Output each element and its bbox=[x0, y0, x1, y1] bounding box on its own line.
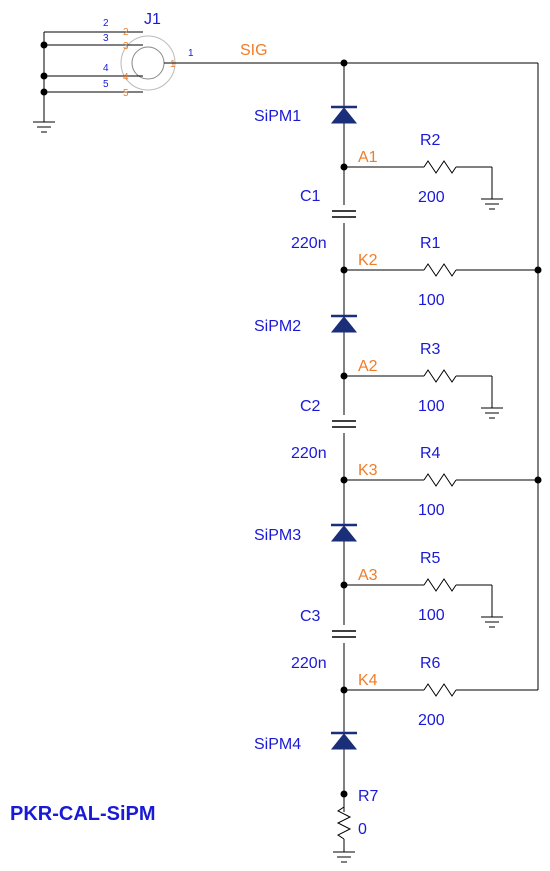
j1-pin2-inner: 2 bbox=[123, 27, 129, 38]
j1-pin5-inner: 5 bbox=[123, 88, 129, 99]
junction-dot bbox=[340, 790, 348, 798]
r5-value: 100 bbox=[418, 607, 445, 624]
sipm3-diode bbox=[330, 523, 358, 542]
c2-value: 220n bbox=[291, 445, 327, 462]
capacitor-c1 bbox=[332, 210, 356, 218]
r4-ref: R4 bbox=[420, 445, 441, 462]
resistor-r3 bbox=[423, 369, 457, 383]
sipm4-label: SiPM4 bbox=[254, 736, 301, 753]
connector-j1: 2 3 4 5 1 2 3 4 5 1 J1 bbox=[40, 11, 194, 122]
r4-value: 100 bbox=[418, 502, 445, 519]
net-label-k3: K3 bbox=[358, 462, 378, 479]
junction-dot bbox=[40, 88, 48, 96]
c1-ref: C1 bbox=[300, 188, 321, 205]
r6-value: 200 bbox=[418, 712, 445, 729]
r5-ref: R5 bbox=[420, 550, 441, 567]
sipm3-label: SiPM3 bbox=[254, 527, 301, 544]
j1-pin1-inner: 1 bbox=[170, 59, 176, 70]
resistor-r5 bbox=[423, 578, 457, 592]
j1-pin4-inner: 4 bbox=[123, 72, 129, 83]
r1-ref: R1 bbox=[420, 235, 441, 252]
ground-symbol-r5 bbox=[481, 616, 503, 628]
r7-value: 0 bbox=[358, 821, 367, 838]
sipm1-diode bbox=[330, 105, 358, 124]
resistor-r2 bbox=[423, 160, 457, 174]
j1-pin2-number: 2 bbox=[103, 18, 109, 29]
net-label-a1: A1 bbox=[358, 149, 378, 166]
c2-ref: C2 bbox=[300, 398, 321, 415]
j1-pin3-number: 3 bbox=[103, 33, 109, 44]
resistor-r6 bbox=[423, 683, 457, 697]
sipm2-diode bbox=[330, 314, 358, 333]
resistor-r1 bbox=[423, 263, 457, 277]
r2-value: 200 bbox=[418, 189, 445, 206]
ground-symbol-j1 bbox=[33, 121, 55, 133]
c3-value: 220n bbox=[291, 655, 327, 672]
r6-ref: R6 bbox=[420, 655, 441, 672]
schematic-title: PKR-CAL-SiPM bbox=[10, 803, 156, 825]
j1-pin5-number: 5 bbox=[103, 79, 109, 90]
net-label-a2: A2 bbox=[358, 358, 378, 375]
net-label-k4: K4 bbox=[358, 672, 378, 689]
ground-symbol-r3 bbox=[481, 407, 503, 419]
c3-ref: C3 bbox=[300, 608, 321, 625]
capacitor-c2 bbox=[332, 420, 356, 428]
sipm2-label: SiPM2 bbox=[254, 318, 301, 335]
ground-symbol-r2 bbox=[481, 198, 503, 210]
resistor-r7 bbox=[336, 806, 352, 840]
sipm4-diode bbox=[330, 731, 358, 750]
r7-ref: R7 bbox=[358, 788, 379, 805]
capacitor-c3 bbox=[332, 630, 356, 638]
j1-ref: J1 bbox=[144, 11, 161, 28]
junction-dot bbox=[40, 41, 48, 49]
resistor-r4 bbox=[423, 473, 457, 487]
r3-value: 100 bbox=[418, 398, 445, 415]
j1-pin3-inner: 3 bbox=[123, 41, 129, 52]
net-label-sig: SIG bbox=[240, 42, 268, 59]
r1-value: 100 bbox=[418, 292, 445, 309]
j1-pin1-number: 1 bbox=[188, 48, 194, 59]
r2-ref: R2 bbox=[420, 132, 441, 149]
junction-dot bbox=[40, 72, 48, 80]
r3-ref: R3 bbox=[420, 341, 441, 358]
net-label-a3: A3 bbox=[358, 567, 378, 584]
ground-symbol-r7 bbox=[333, 851, 355, 863]
j1-pin4-number: 4 bbox=[103, 63, 109, 74]
c1-value: 220n bbox=[291, 235, 327, 252]
net-label-k2: K2 bbox=[358, 252, 378, 269]
sipm1-label: SiPM1 bbox=[254, 108, 301, 125]
